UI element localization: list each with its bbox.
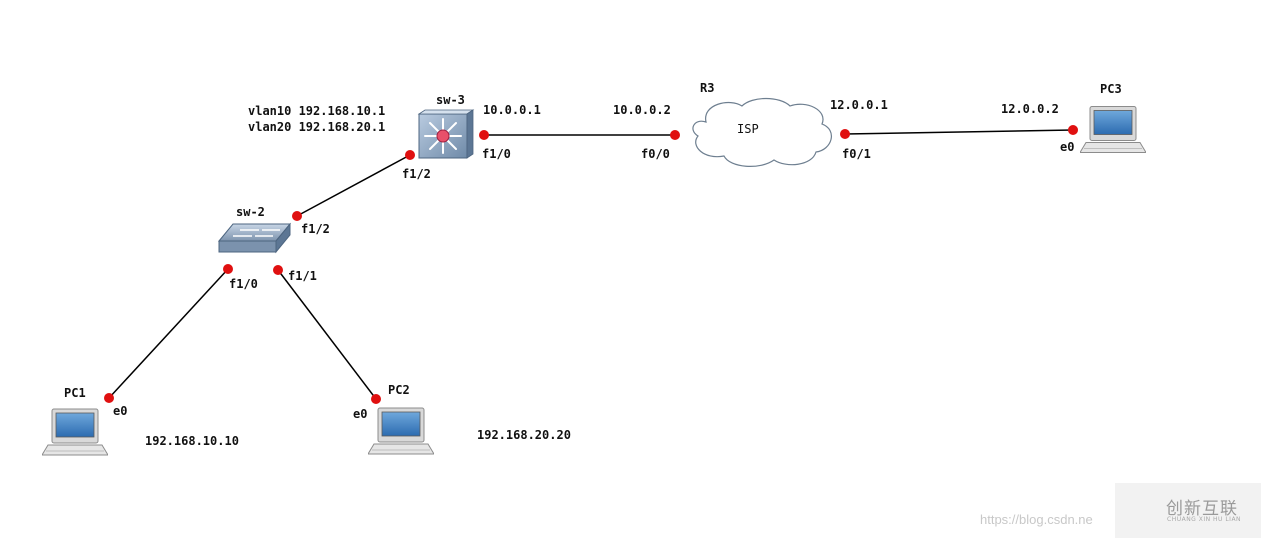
r3-f0-0-label: f0/0 [641, 147, 670, 161]
sw3-name-label: sw-3 [436, 93, 465, 107]
watermark-brand-en: CHUANG XIN HU LIAN [1167, 516, 1242, 523]
sw2-f1-2-label: f1/2 [301, 222, 330, 236]
r3-f0-1-ip-label: 12.0.0.1 [830, 98, 888, 112]
pc3-e0-label: e0 [1060, 140, 1075, 154]
r3-f0-1-label: f0/1 [842, 147, 871, 161]
pc2-computer-icon[interactable] [368, 407, 434, 455]
isp-cloud-label: ISP [737, 122, 759, 136]
watermark-url: https://blog.csdn.ne [980, 512, 1093, 527]
isp-cloud-icon[interactable] [692, 97, 832, 167]
pc1-computer-icon[interactable] [42, 408, 108, 456]
link-sw3-sw2 [296, 154, 411, 217]
port-dot-pc1-e0[interactable] [104, 393, 114, 403]
port-dot-r3-f0-0[interactable] [670, 130, 680, 140]
pc1-name-label: PC1 [64, 386, 86, 400]
sw2-name-label: sw-2 [236, 205, 265, 219]
pc1-e0-label: e0 [113, 404, 128, 418]
sw3-f1-0-label: f1/0 [482, 147, 511, 161]
pc3-computer-icon[interactable] [1080, 105, 1146, 154]
pc1-ip-label: 192.168.10.10 [145, 434, 239, 448]
pc2-name-label: PC2 [388, 383, 410, 397]
link-sw2-pc2 [277, 269, 377, 400]
port-dot-sw2-f1-2[interactable] [292, 211, 302, 221]
port-dot-sw3-f1-0[interactable] [479, 130, 489, 140]
port-dot-sw2-f1-1[interactable] [273, 265, 283, 275]
port-dot-sw2-f1-0[interactable] [223, 264, 233, 274]
port-dot-r3-f0-1[interactable] [840, 129, 850, 139]
sw2-f1-0-label: f1/0 [229, 277, 258, 291]
watermark-box [1115, 483, 1261, 538]
port-dot-pc3-e0[interactable] [1068, 125, 1078, 135]
sw3-switch-icon[interactable] [417, 109, 475, 159]
sw3-vlan20-label: vlan20 192.168.20.1 [248, 120, 386, 134]
link-sw2-pc1 [108, 268, 229, 399]
pc3-ip-label: 12.0.0.2 [1001, 102, 1059, 116]
pc2-ip-label: 192.168.20.20 [477, 428, 571, 442]
port-dot-pc2-e0[interactable] [371, 394, 381, 404]
pc2-e0-label: e0 [353, 407, 368, 421]
r3-f0-0-ip-label: 10.0.0.2 [613, 103, 671, 117]
sw3-vlan10-label: vlan10 192.168.10.1 [248, 104, 386, 118]
sw3-ip-label: 10.0.0.1 [483, 103, 541, 117]
pc3-name-label: PC3 [1100, 82, 1122, 96]
sw2-switch-icon[interactable] [217, 222, 292, 254]
watermark-brand: 创新互联 [1166, 499, 1238, 519]
port-dot-sw3-f1-2[interactable] [405, 150, 415, 160]
link-r3-pc3 [844, 129, 1074, 135]
sw2-f1-1-label: f1/1 [288, 269, 317, 283]
sw3-f1-2-label: f1/2 [402, 167, 431, 181]
r3-name-label: R3 [700, 81, 715, 95]
